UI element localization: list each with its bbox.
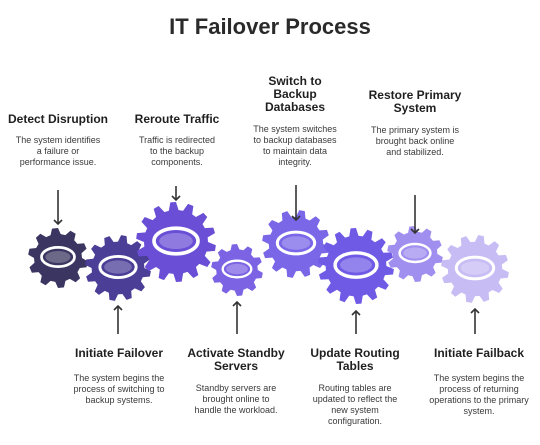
gear-hub-ring (40, 246, 76, 268)
gear-hub-ring (275, 230, 317, 256)
gear-activate-standby-servers (211, 244, 263, 296)
gear-reroute-traffic (136, 202, 216, 282)
step-label: Detect Disruption (7, 112, 108, 126)
gear-update-routing-tables (318, 228, 394, 304)
step-restore-primary-system: Restore Primary System The primary syste… (360, 89, 470, 158)
step-initiate-failover: Initiate Failover The system begins the … (60, 347, 178, 406)
step-label: Restore Primary System (368, 88, 462, 115)
gear-hub (460, 261, 490, 275)
gear-body (211, 244, 263, 296)
gear-hub-ring (152, 226, 200, 256)
gear-hub-ring (98, 254, 138, 280)
step-reroute-traffic: Reroute Traffic Traffic is redirected to… (122, 113, 232, 168)
gear-initiate-failback (441, 235, 509, 303)
gear-body (28, 228, 88, 288)
step-update-routing-tables: Update Routing Tables Routing tables are… (298, 347, 412, 427)
gear-hub (340, 257, 372, 273)
step-description: The primary system is brought back onlin… (370, 125, 459, 157)
gear-hub-ring (221, 259, 253, 279)
gear-hub (159, 233, 193, 249)
gear-initiate-failover (85, 235, 151, 301)
step-switch-backup-databases: Switch to Backup Databases The system sw… (240, 75, 350, 168)
step-label: Initiate Failover (74, 346, 164, 360)
gear-hub (226, 263, 248, 275)
step-initiate-failback: Initiate Failback The system begins the … (420, 347, 538, 417)
gear-hub (403, 247, 427, 259)
gear-hub (45, 251, 71, 263)
step-detect-disruption: Detect Disruption The system identifies … (2, 113, 114, 168)
step-description: The system begins the process of returni… (429, 373, 529, 416)
gear-body (85, 235, 151, 301)
step-description: Traffic is redirected to the backup comp… (138, 135, 216, 167)
step-label: Update Routing Tables (310, 346, 400, 373)
gear-body (262, 210, 330, 278)
gear-body (318, 228, 394, 304)
gear-restore-primary-system (387, 226, 443, 282)
step-description: The system identifies a failure or perfo… (15, 135, 101, 167)
step-description: The system switches to backup databases … (253, 124, 337, 167)
gear-switch-backup-databases (262, 210, 330, 278)
step-description: Routing tables are updated to reflect th… (312, 383, 398, 426)
gear-hub-ring (454, 255, 496, 281)
step-description: Standby servers are brought online to ha… (194, 383, 278, 415)
step-label: Initiate Failback (433, 346, 525, 360)
gear-hub-ring (333, 251, 379, 279)
step-label: Activate Standby Servers (187, 346, 285, 373)
step-label: Switch to Backup Databases (264, 74, 326, 114)
gear-hub (104, 260, 132, 274)
gear-body (387, 226, 443, 282)
gear-hub (281, 236, 311, 250)
step-label: Reroute Traffic (134, 112, 220, 126)
step-activate-standby-servers: Activate Standby Servers Standby servers… (180, 347, 292, 416)
gear-detect-disruption (28, 228, 88, 288)
step-description: The system begins the process of switchi… (73, 373, 165, 405)
gear-body (441, 235, 509, 303)
gear-body (136, 202, 216, 282)
page-title: IT Failover Process (169, 14, 371, 39)
gear-hub-ring (398, 242, 432, 264)
